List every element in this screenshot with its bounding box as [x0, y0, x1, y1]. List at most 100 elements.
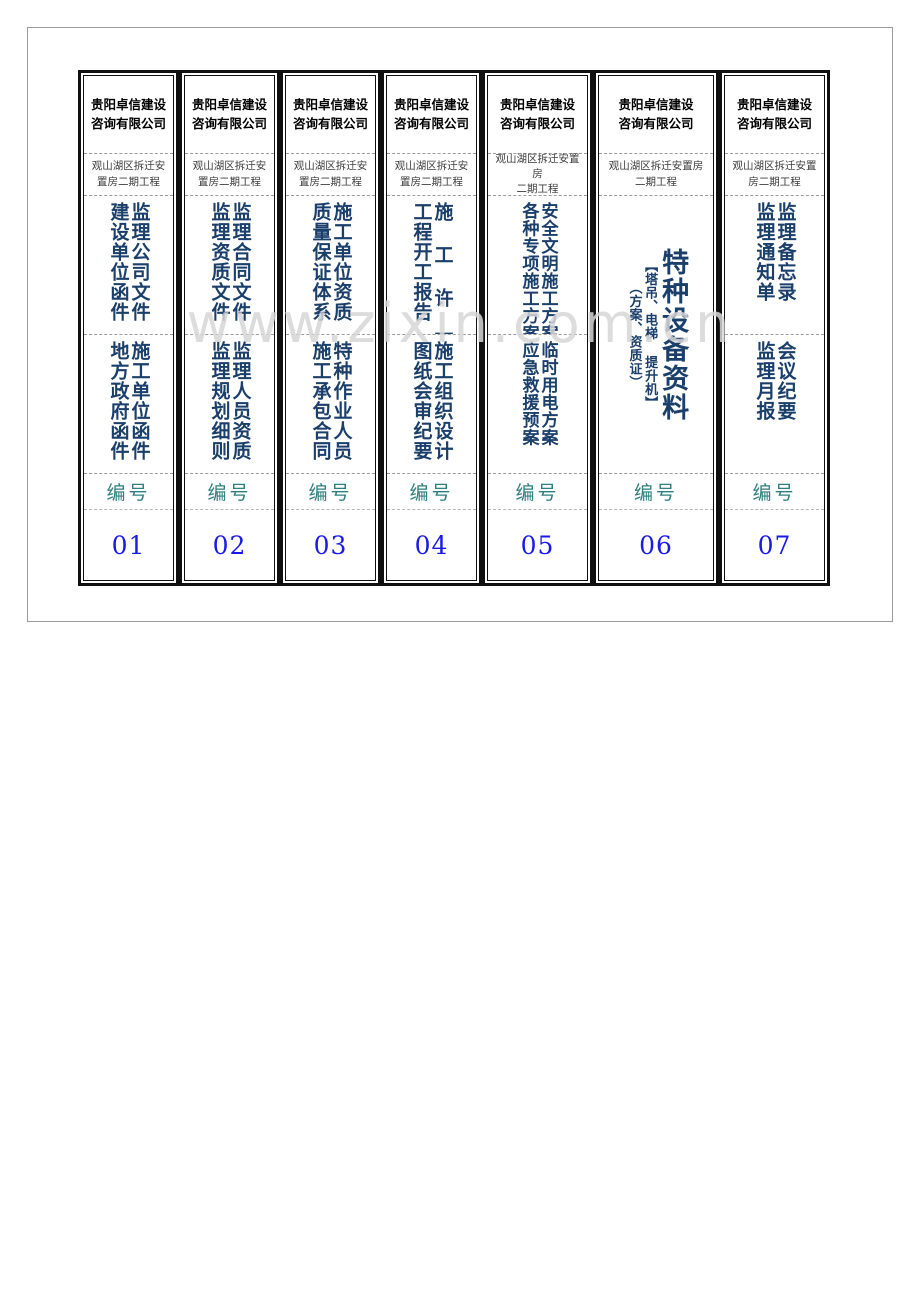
project-name-block: 观山湖区拆迁安置 房二期工程 [725, 154, 824, 196]
spine-card-03[interactable]: 贵阳卓信建设 咨询有限公司 观山湖区拆迁安 置房二期工程 施工单位资质 质量保证… [280, 70, 381, 586]
title-column-group: 监理备忘录 监理通知单 [725, 196, 824, 335]
title-column-group: 特种设备资料 【塔吊、电梯 提升机】 （方案、资质证） [599, 196, 713, 474]
project-name-line1: 观山湖区拆迁安置房 [608, 160, 704, 173]
title-column-2: 工程开工报告 [410, 202, 433, 322]
title-column-group-2: 临时用电方案 应急救援预案 [488, 335, 587, 474]
project-name-line2: 置房二期工程 [97, 175, 160, 188]
project-name-line2: 房二期工程 [748, 175, 801, 188]
company-name-block: 贵阳卓信建设 咨询有限公司 [185, 76, 274, 154]
title-column-3: 监理人员资质 [229, 341, 252, 461]
project-name-block: 观山湖区拆迁安 置房二期工程 [185, 154, 274, 196]
company-name-line2: 咨询有限公司 [499, 115, 575, 131]
company-name-line1: 贵阳卓信建设 [90, 96, 166, 112]
company-name-block: 贵阳卓信建设 咨询有限公司 [488, 76, 587, 154]
project-name-line1: 观山湖区拆迁安置房 [495, 152, 580, 180]
serial-number-text: 04 [414, 530, 449, 560]
spine-card-02[interactable]: 贵阳卓信建设 咨询有限公司 观山湖区拆迁安 置房二期工程 监理合同文件 监理资质… [179, 70, 280, 586]
serial-number-text: 06 [639, 530, 673, 560]
company-name-line1: 贵阳卓信建设 [191, 96, 267, 112]
company-name-block: 贵阳卓信建设 咨询有限公司 [599, 76, 713, 154]
title-column-2: 监理通知单 [753, 202, 776, 302]
title-column-3: 施工单位函件 [128, 341, 151, 461]
project-name-line1: 观山湖区拆迁安置 [732, 160, 817, 173]
spine-card-04[interactable]: 贵阳卓信建设 咨询有限公司 观山湖区拆迁安 置房二期工程 施 工 许 可 证 工… [381, 70, 482, 586]
title-column-3: 施工组织设计 [431, 341, 454, 461]
project-name-block: 观山湖区拆迁安置房 二期工程 [488, 152, 587, 196]
spine-card-06-inner: 贵阳卓信建设 咨询有限公司 观山湖区拆迁安置房 二期工程 特种设备资料 【塔吊、… [598, 75, 714, 581]
title-column-3: 会议纪要 [774, 341, 797, 421]
title-column-group-2: 特种作业人员 施工承包合同 [286, 335, 375, 474]
company-name-line2: 咨询有限公司 [191, 115, 267, 131]
company-name-line1: 贵阳卓信建设 [292, 96, 368, 112]
serial-number-text: 05 [520, 530, 555, 560]
title-column-group: 施 工 许 可 证 工程开工报告 [387, 196, 476, 335]
company-name-block: 贵阳卓信建设 咨询有限公司 [387, 76, 476, 154]
serial-label-text: 编号 [752, 482, 797, 504]
title-column-3: 临时用电方案 [537, 341, 558, 446]
serial-label: 编号 [725, 474, 824, 510]
title-main: 特种设备资料 [657, 247, 689, 422]
company-name-line1: 贵阳卓信建设 [736, 96, 812, 112]
title-column-group: 安全文明施工方案 各种专项施工方案 [488, 196, 587, 335]
title-column-1: 监理备忘录 [774, 202, 797, 302]
project-name-block: 观山湖区拆迁安 置房二期工程 [286, 154, 375, 196]
title-column-2: 质量保证体系 [309, 202, 332, 322]
serial-label: 编号 [387, 474, 476, 510]
title-column-group-2: 监理人员资质 监理规划细则 [185, 335, 274, 474]
project-name-line1: 观山湖区拆迁安 [91, 160, 166, 173]
serial-number-text: 07 [757, 530, 792, 560]
title-column-4: 应急救援预案 [518, 341, 539, 446]
spine-card-05[interactable]: 贵阳卓信建设 咨询有限公司 观山湖区拆迁安置房 二期工程 安全文明施工方案 各种… [482, 70, 593, 586]
spine-card-07-inner: 贵阳卓信建设 咨询有限公司 观山湖区拆迁安置 房二期工程 监理备忘录 监理通知单… [724, 75, 825, 581]
title-column-1: 监理合同文件 [229, 202, 252, 322]
spine-card-01[interactable]: 贵阳卓信建设 咨询有限公司 观山湖区拆迁安 置房二期工程 监理公司文件 建设单位… [78, 70, 179, 586]
spine-card-01-inner: 贵阳卓信建设 咨询有限公司 观山湖区拆迁安 置房二期工程 监理公司文件 建设单位… [83, 75, 174, 581]
company-name-line2: 咨询有限公司 [618, 115, 694, 131]
title-column-4: 施工承包合同 [309, 341, 332, 461]
project-name-line2: 二期工程 [516, 183, 559, 196]
spine-card-04-inner: 贵阳卓信建设 咨询有限公司 观山湖区拆迁安 置房二期工程 施 工 许 可 证 工… [386, 75, 477, 581]
serial-label-text: 编号 [515, 482, 560, 504]
project-name-line1: 观山湖区拆迁安 [394, 160, 469, 173]
serial-number: 01 [84, 510, 173, 580]
project-name-line2: 置房二期工程 [400, 175, 463, 188]
page-border [27, 27, 893, 622]
serial-label: 编号 [599, 474, 713, 510]
title-column-1: 施 工 许 可 证 [431, 202, 454, 335]
serial-number: 06 [599, 510, 713, 580]
company-name-block: 贵阳卓信建设 咨询有限公司 [286, 76, 375, 154]
project-name-line1: 观山湖区拆迁安 [192, 160, 267, 173]
spine-card-03-inner: 贵阳卓信建设 咨询有限公司 观山湖区拆迁安 置房二期工程 施工单位资质 质量保证… [285, 75, 376, 581]
serial-number-text: 01 [111, 530, 146, 560]
title-column-2: 监理资质文件 [208, 202, 231, 322]
company-name-block: 贵阳卓信建设 咨询有限公司 [84, 76, 173, 154]
title-column-group: 监理公司文件 建设单位函件 [84, 196, 173, 335]
serial-label: 编号 [185, 474, 274, 510]
company-name-line2: 咨询有限公司 [736, 115, 812, 131]
title-column-1: 施工单位资质 [330, 202, 353, 322]
serial-label-text: 编号 [633, 482, 678, 504]
spine-card-06[interactable]: 贵阳卓信建设 咨询有限公司 观山湖区拆迁安置房 二期工程 特种设备资料 【塔吊、… [593, 70, 719, 586]
title-column-4: 地方政府函件 [107, 341, 130, 461]
title-column-4: 图纸会审纪要 [410, 341, 433, 461]
company-name-line1: 贵阳卓信建设 [618, 96, 694, 112]
spine-card-07[interactable]: 贵阳卓信建设 咨询有限公司 观山湖区拆迁安置 房二期工程 监理备忘录 监理通知单… [719, 70, 830, 586]
project-name-block: 观山湖区拆迁安 置房二期工程 [387, 154, 476, 196]
company-name-line2: 咨询有限公司 [393, 115, 469, 131]
title-column-group-2: 会议纪要 监理月报 [725, 335, 824, 474]
title-column-2: 建设单位函件 [107, 202, 130, 322]
serial-label-text: 编号 [308, 482, 353, 504]
title-sub-docs: （方案、资质证） [626, 280, 642, 389]
binder-spine-row: 贵阳卓信建设 咨询有限公司 观山湖区拆迁安 置房二期工程 监理公司文件 建设单位… [78, 70, 830, 586]
serial-label-text: 编号 [207, 482, 252, 504]
serial-number-text: 02 [212, 530, 247, 560]
title-column-group: 施工单位资质 质量保证体系 [286, 196, 375, 335]
serial-number: 02 [185, 510, 274, 580]
project-name-line2: 置房二期工程 [198, 175, 261, 188]
company-name-block: 贵阳卓信建设 咨询有限公司 [725, 76, 824, 154]
company-name-line1: 贵阳卓信建设 [393, 96, 469, 112]
project-name-line1: 观山湖区拆迁安 [293, 160, 368, 173]
company-name-line2: 咨询有限公司 [292, 115, 368, 131]
title-column-4: 监理规划细则 [208, 341, 231, 461]
project-name-block: 观山湖区拆迁安 置房二期工程 [84, 154, 173, 196]
